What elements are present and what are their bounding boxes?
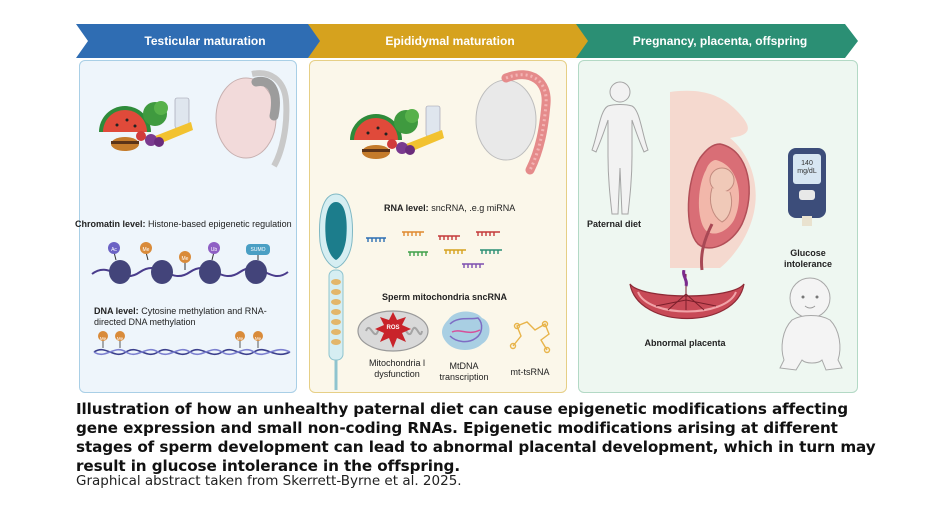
figure-source: Graphical abstract taken from Skerrett-B…	[76, 473, 462, 489]
sperm-mito-sncrna-label: Sperm mitochondria sncRNA	[382, 292, 508, 302]
figure-caption: Illustration of how an unhealthy paterna…	[76, 400, 876, 475]
placenta-icon	[629, 270, 745, 320]
stage-arrow-testicular	[76, 24, 322, 58]
baby-offspring-icon	[779, 277, 843, 371]
paternal-diet-label: Paternal diet	[587, 219, 642, 229]
sperm-cell-icon	[319, 193, 353, 390]
rna-level-label: RNA level: sncRNA, .e.g miRNA	[384, 203, 516, 213]
epididymis-testis-icon	[475, 70, 551, 175]
stage-banner	[76, 24, 858, 58]
chromatin-level-label: Chromatin level: Histone-based epigeneti…	[75, 219, 292, 229]
stage-label-testicular: Testicular maturation	[144, 34, 266, 48]
glucometer-icon[interactable]	[786, 146, 828, 228]
unhealthy-food-icon	[99, 97, 193, 151]
mtdna-transcription-label: MtDNA transcription	[439, 361, 489, 382]
dna-level-label: DNA level: Cytosine methylation and RNA-…	[94, 306, 267, 327]
father-figure-icon	[591, 81, 649, 215]
methyl-mark	[140, 242, 152, 254]
mark-label: Ac	[111, 247, 117, 253]
dna-mark-label: Me	[99, 336, 107, 341]
mtdna-transcription-icon	[442, 311, 490, 350]
ros-label: ROS	[386, 325, 400, 331]
mt-tsrna-label: mt-tsRNA	[510, 367, 550, 377]
dna-mark-label: Me	[236, 336, 244, 341]
mt-tsrna-icon	[509, 320, 551, 354]
stage-label-epididymal: Epididymal maturation	[385, 34, 515, 48]
glucose-intolerance-label: Glucose intolerance	[783, 248, 832, 269]
mark-label: Ub	[210, 247, 218, 253]
stage-arrow-pregnancy	[576, 24, 858, 58]
dna-mark-label: Me	[116, 336, 124, 341]
sumo-mark	[246, 244, 270, 255]
stage-arrow-epididymal	[308, 24, 590, 58]
ubiquitin-mark	[208, 242, 220, 254]
pregnancy-uterus-fetus-icon	[670, 90, 756, 271]
stage-label-pregnancy: Pregnancy, placenta, offspring	[632, 34, 808, 48]
testis-icon	[215, 70, 290, 168]
mito-dysfunction-label: Mitochondria l dysfunction	[368, 358, 426, 379]
mark-label: Me	[142, 247, 150, 253]
chromatin-nucleosomes	[91, 242, 289, 284]
mark-label: Me	[181, 256, 189, 262]
methyl-mark	[179, 251, 191, 263]
abnormal-placenta-label: Abnormal placenta	[644, 338, 726, 348]
unhealthy-food-icon	[350, 105, 444, 159]
ros-burst-icon	[375, 312, 411, 348]
sncrna-molecules	[366, 231, 502, 268]
mitochondrion-icon	[357, 310, 429, 352]
acetyl-mark	[108, 242, 120, 254]
dna-helix-icon	[93, 331, 291, 356]
mark-label: SUMO	[250, 247, 266, 253]
dna-mark-label: Me	[254, 336, 262, 341]
